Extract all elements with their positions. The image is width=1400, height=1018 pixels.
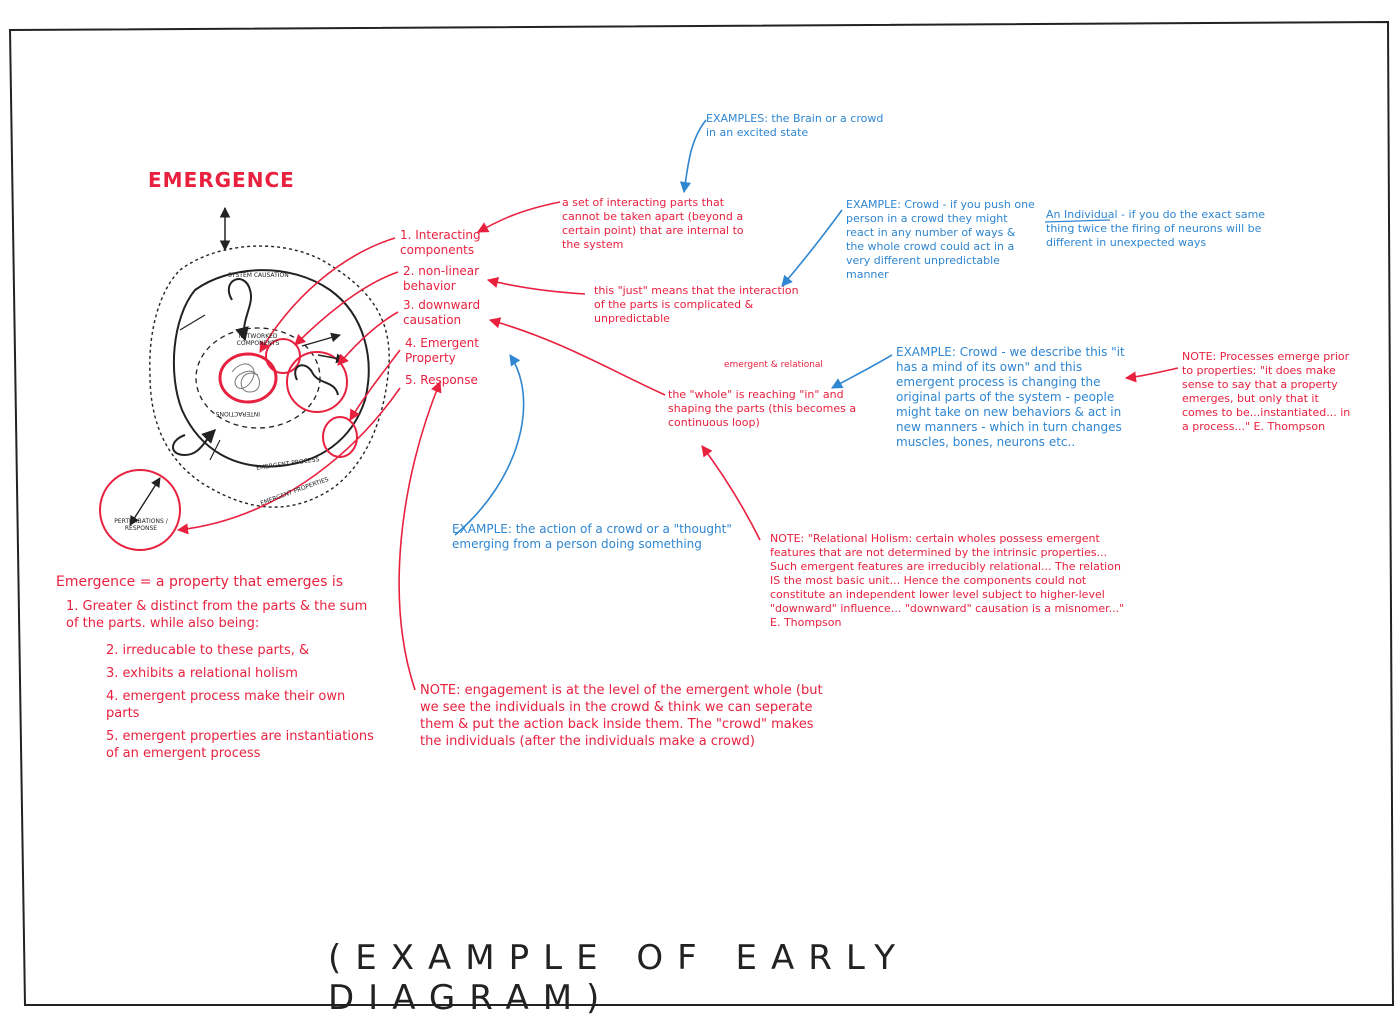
note-set-of-parts: a set of interacting parts that cannot b… bbox=[562, 196, 744, 251]
definition-list: 1. Greater & distinct from the parts & t… bbox=[66, 598, 376, 764]
core-network bbox=[218, 352, 278, 404]
definition-item-2: 2. irreducable to these parts, & bbox=[106, 643, 310, 658]
circle-right-mid bbox=[286, 351, 348, 413]
note-engagement: NOTE: engagement is at the level of the … bbox=[420, 683, 823, 749]
label-system-causation: SYSTEM CAUSATION bbox=[228, 272, 289, 279]
sheet-border bbox=[8, 20, 1395, 1006]
note-example-mind: EXAMPLE: Crowd - we describe this "it ha… bbox=[896, 345, 1125, 449]
note-emergent-relational: emergent & relational bbox=[724, 360, 823, 370]
definition-item-5: 5. emergent properties are instantiation… bbox=[106, 729, 374, 761]
definition-item-3: 3. exhibits a relational holism bbox=[106, 666, 298, 681]
caption: (EXAMPLE OF EARLY DIAGRAM) bbox=[328, 938, 910, 1018]
definition-item-1: 1. Greater & distinct from the parts & t… bbox=[66, 599, 368, 631]
circle-perturbations bbox=[99, 469, 181, 551]
property-2: 2. non-linear behavior bbox=[403, 264, 480, 293]
page-title: EMERGENCE bbox=[148, 168, 295, 192]
middle-boundary bbox=[172, 269, 370, 468]
note-example-thought: EXAMPLE: the action of a crowd or a "tho… bbox=[452, 522, 732, 551]
label-interactions: INTERACTIONS bbox=[215, 410, 260, 417]
property-4: 4. Emergent Property bbox=[405, 336, 479, 365]
label-perturbations: PERTURBATIONS / RESPONSE bbox=[114, 518, 168, 532]
definition-heading: Emergence = a property that emerges is bbox=[56, 574, 344, 590]
definition-item-4: 4. emergent process make their own parts bbox=[106, 689, 346, 721]
interactions-ring bbox=[195, 327, 321, 429]
outer-boundary bbox=[149, 245, 390, 508]
circle-right-top bbox=[265, 338, 301, 374]
label-core: NETWORKED COMPONENTS bbox=[236, 333, 280, 347]
note-whole-reaching: the "whole" is reaching "in" and shaping… bbox=[668, 388, 857, 429]
note-example-crowd-push: EXAMPLE: Crowd - if you push one person … bbox=[846, 198, 1035, 281]
property-1: 1. Interacting components bbox=[400, 228, 481, 257]
note-relational-holism: NOTE: "Relational Holism: certain wholes… bbox=[770, 532, 1125, 629]
note-examples-brain: EXAMPLES: the Brain or a crowd in an exc… bbox=[706, 112, 884, 139]
note-processes: NOTE: Processes emerge prior to properti… bbox=[1182, 350, 1351, 433]
note-just-means: this "just" means that the interaction o… bbox=[594, 284, 799, 325]
core-scribble bbox=[231, 363, 260, 393]
circle-right-low bbox=[322, 416, 358, 458]
property-5: 5. Response bbox=[405, 373, 478, 387]
note-individual: An Individual - if you do the exact same… bbox=[1046, 208, 1266, 249]
property-3: 3. downward causation bbox=[403, 298, 481, 327]
